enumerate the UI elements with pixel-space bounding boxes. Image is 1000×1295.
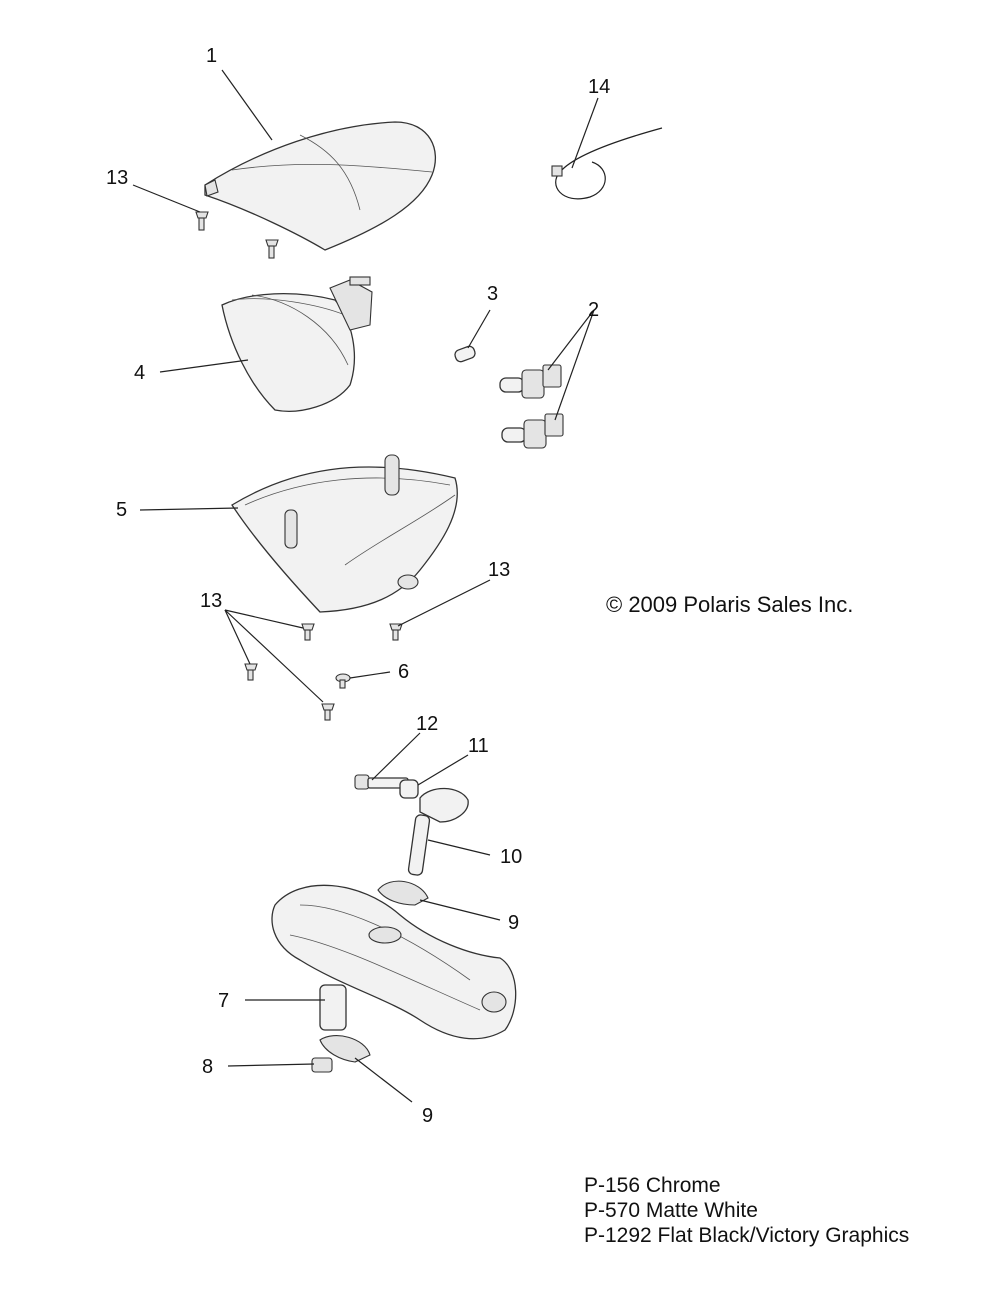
callout-9: 9 xyxy=(422,1105,433,1127)
fastener-part xyxy=(335,673,351,689)
bolt-part xyxy=(354,774,409,790)
screw-part xyxy=(265,239,279,259)
callout-11: 11 xyxy=(468,735,489,757)
callout-13: 13 xyxy=(200,590,222,612)
triple-clamp-part xyxy=(271,884,517,1040)
headlight-housing-part xyxy=(231,454,458,613)
spacer-part xyxy=(399,779,419,799)
finish-code-flat-black: P-1292 Flat Black/Victory Graphics xyxy=(584,1224,909,1247)
grommet-part xyxy=(319,1035,371,1063)
mount-bracket-part xyxy=(407,787,469,876)
callout-13: 13 xyxy=(488,559,510,581)
headlight-bulb-part xyxy=(499,364,562,399)
callout-12: 12 xyxy=(416,713,438,735)
sleeve-part xyxy=(319,984,347,1031)
grommet-part xyxy=(377,880,429,906)
callout-6: 6 xyxy=(398,661,409,683)
callout-7: 7 xyxy=(218,990,229,1012)
headlamp-assembly-part xyxy=(221,276,373,412)
leader-lines xyxy=(132,69,599,1103)
screw-part xyxy=(244,663,258,681)
callout-2: 2 xyxy=(588,299,599,321)
callout-10: 10 xyxy=(500,846,522,868)
nut-part xyxy=(311,1057,333,1073)
callout-13: 13 xyxy=(106,167,128,189)
callout-8: 8 xyxy=(202,1056,213,1078)
visor-cover-part xyxy=(204,121,437,251)
callout-5: 5 xyxy=(116,499,127,521)
screw-part xyxy=(389,623,403,641)
callout-3: 3 xyxy=(487,283,498,305)
cable-tie-part xyxy=(551,127,663,200)
copyright-text: © 2009 Polaris Sales Inc. xyxy=(606,592,853,617)
screw-part xyxy=(195,211,209,231)
callout-4: 4 xyxy=(134,362,145,384)
callout-14: 14 xyxy=(588,76,610,98)
small-bulb-part xyxy=(454,345,476,363)
headlight-bulb-part xyxy=(501,413,564,449)
finish-code-chrome: P-156 Chrome xyxy=(584,1174,721,1197)
callout-1: 1 xyxy=(206,45,217,67)
screw-part xyxy=(301,623,315,641)
screw-part xyxy=(321,703,335,721)
finish-code-matte-white: P-570 Matte White xyxy=(584,1199,758,1222)
callout-9: 9 xyxy=(508,912,519,934)
